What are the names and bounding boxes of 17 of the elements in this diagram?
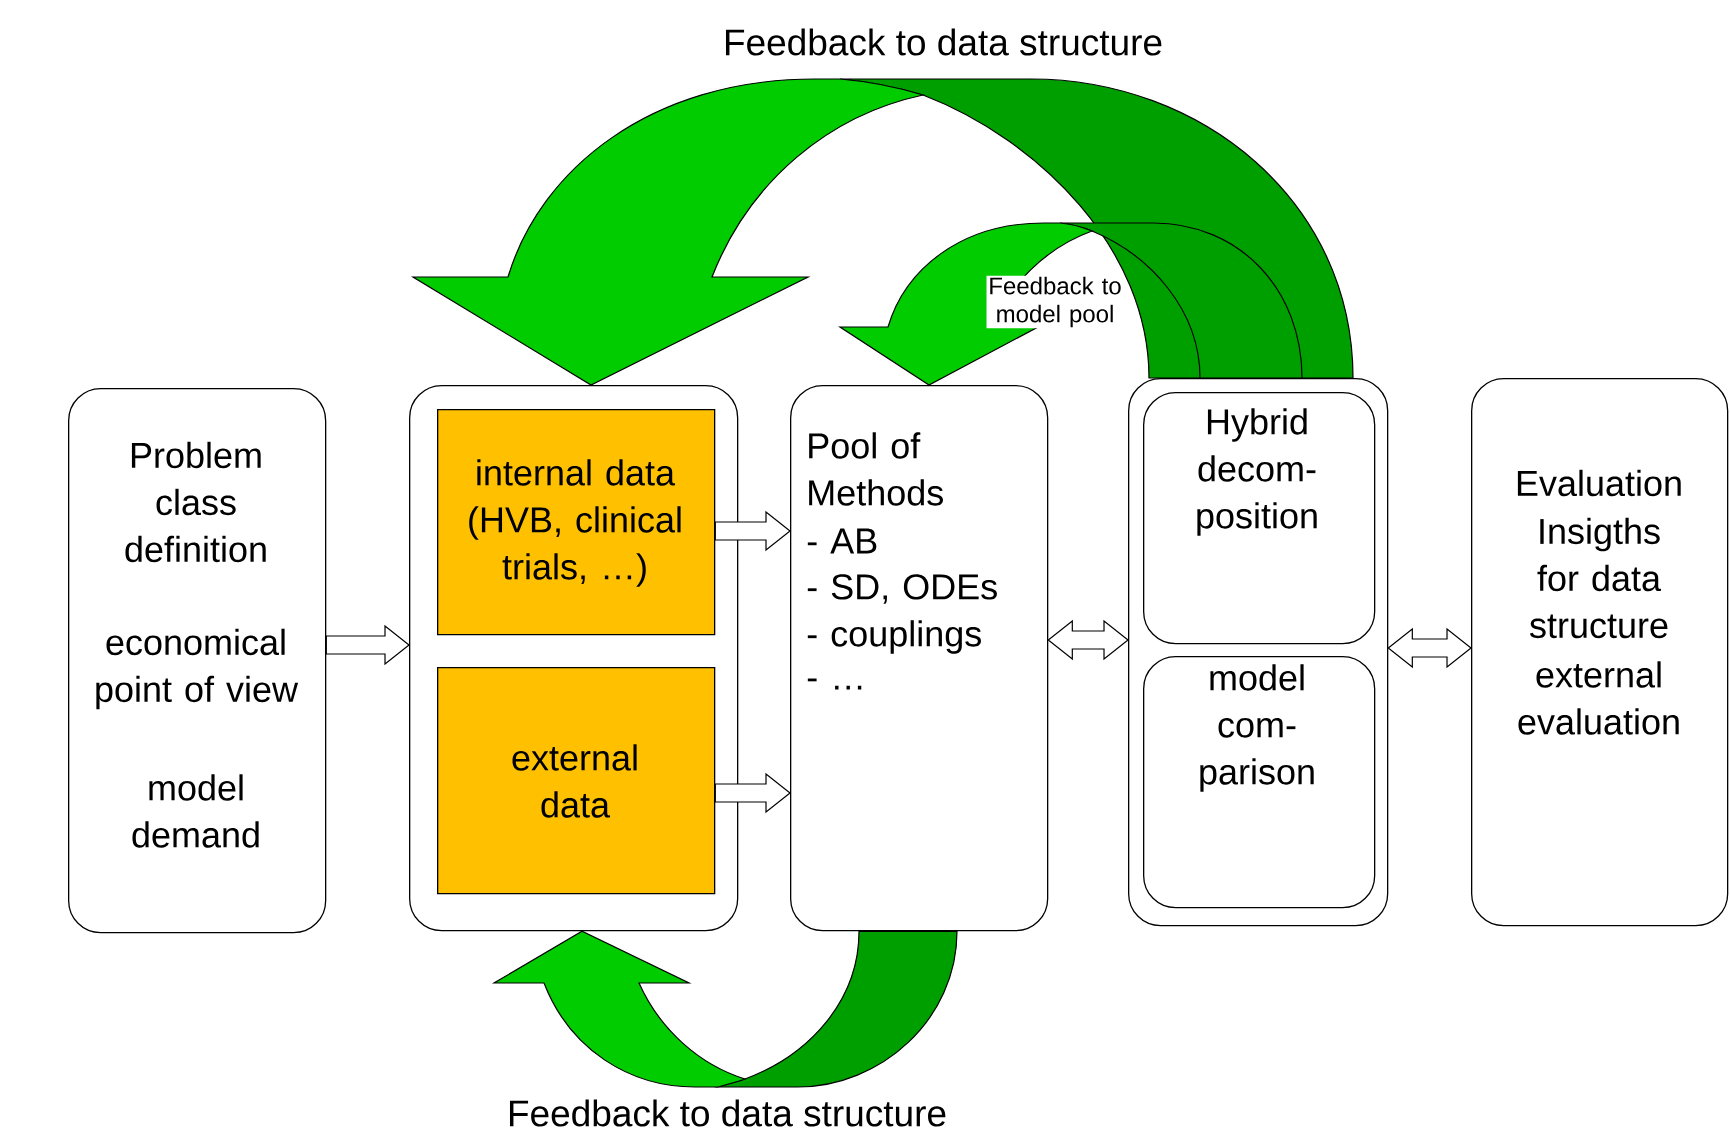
block-arrow — [1387, 627, 1472, 669]
process-box: Problem class definition economical point of view model demand — [68, 388, 327, 934]
curved-arrow — [839, 222, 1303, 386]
method-box: Pool of Methods - AB - SD, ODEs - couplings - … — [790, 385, 1049, 932]
curved-arrow — [493, 930, 958, 1088]
edge-label: Feedback to data structure — [726, 28, 1162, 56]
block-arrow — [714, 510, 791, 552]
block-arrow — [714, 772, 791, 814]
result-box: Evaluation Insigths for data structure external evaluation — [1471, 378, 1729, 927]
block-arrow — [1047, 619, 1129, 661]
process-box: Hybrid decom- position — [1143, 392, 1376, 645]
block-arrow — [325, 624, 410, 666]
data-box: internal data (HVB, clinical trials, …) — [437, 409, 716, 636]
edge-label: Feedback to model pool — [986, 275, 1124, 329]
edge-label: Feedback to data structure — [510, 1099, 946, 1127]
data-box: external data — [437, 667, 716, 895]
process-box: model com- parison — [1143, 656, 1376, 909]
